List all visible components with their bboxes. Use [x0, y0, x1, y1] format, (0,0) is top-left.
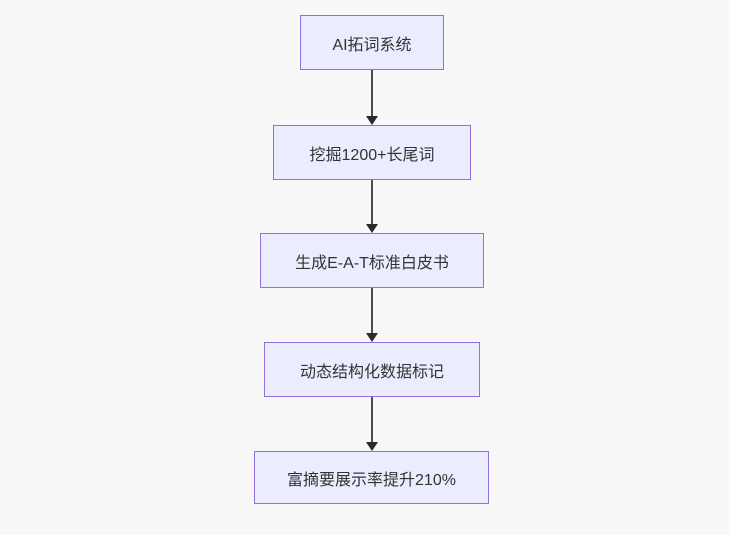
- arrow-down-connector-4: [366, 397, 378, 451]
- arrow-head-icon: [366, 224, 378, 233]
- arrow-down-connector-3: [366, 288, 378, 342]
- arrow-down-connector-2: [366, 180, 378, 233]
- flow-node-rich-snippet-rate: 富摘要展示率提升210%: [254, 451, 489, 504]
- flow-node-label: 富摘要展示率提升210%: [287, 471, 456, 489]
- flow-node-label: AI拓词系统: [332, 36, 412, 54]
- flow-node-longtail-keywords: 挖掘1200+长尾词: [273, 125, 471, 180]
- arrow-head-icon: [366, 333, 378, 342]
- arrow-line: [371, 180, 373, 224]
- flow-node-ai-word-expansion-system: AI拓词系统: [300, 15, 444, 70]
- arrow-line: [371, 397, 373, 442]
- flow-node-eat-whitepaper: 生成E-A-T标准白皮书: [260, 233, 484, 288]
- arrow-line: [371, 70, 373, 116]
- flow-node-label: 动态结构化数据标记: [299, 363, 444, 381]
- arrow-head-icon: [366, 116, 378, 125]
- arrow-down-connector-1: [366, 70, 378, 125]
- flow-node-label: 挖掘1200+长尾词: [309, 146, 435, 164]
- arrow-head-icon: [366, 442, 378, 451]
- flow-node-label: 生成E-A-T标准白皮书: [295, 254, 449, 272]
- arrow-line: [371, 288, 373, 333]
- flow-node-structured-data-markup: 动态结构化数据标记: [264, 342, 480, 397]
